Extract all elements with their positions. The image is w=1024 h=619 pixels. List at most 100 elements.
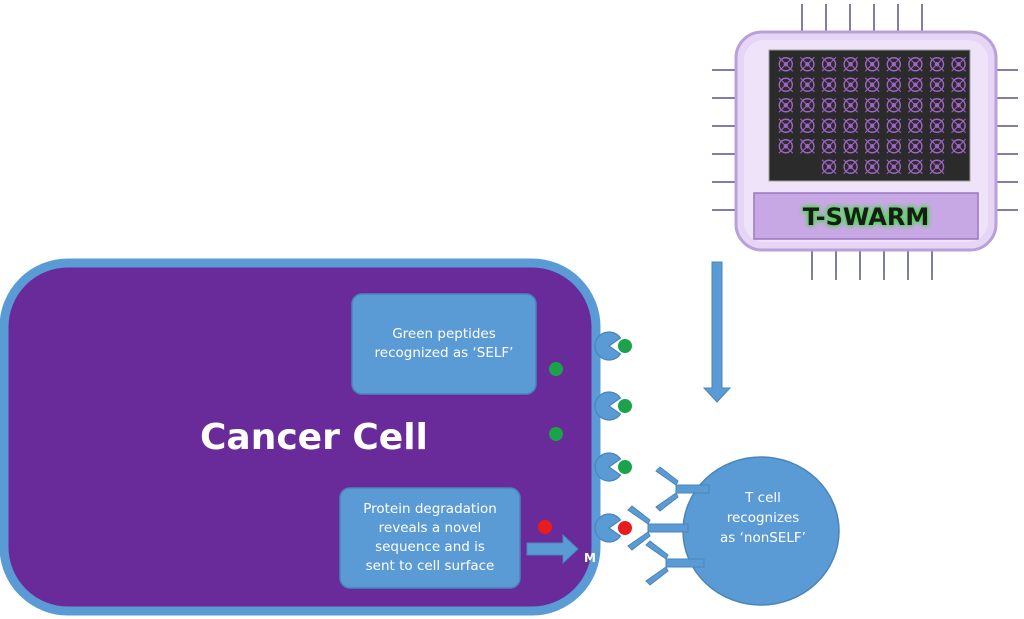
chip-cell-ring [886, 139, 901, 154]
receptor-arm [655, 466, 679, 486]
chip-cell-core [956, 62, 961, 67]
chip-cell-core [934, 164, 940, 169]
self-peptide-surface [617, 338, 633, 354]
chip-cell-ring [951, 77, 966, 92]
chip-cell-core [805, 123, 810, 128]
chip-cell-ring [778, 98, 793, 113]
chip-cell-core [913, 103, 918, 108]
chip-cell-icon [929, 118, 945, 134]
chip-cell-ring [865, 77, 880, 92]
chip-cell-core [848, 123, 853, 128]
chip-cell-core [848, 62, 853, 67]
chip-cell-icon [929, 56, 945, 72]
chip-cell-ring [929, 139, 945, 154]
chip-cell-core [805, 82, 810, 87]
chip-cell-ring [865, 118, 880, 133]
chip-cell-icon [886, 118, 902, 134]
t-cell-receptor [645, 540, 705, 586]
chip-cell-ring [778, 57, 793, 72]
chip-cell-icon [778, 77, 794, 93]
chip-cell-icon [821, 97, 837, 113]
chip-cell-ring [821, 57, 837, 72]
receptor-arm [627, 531, 651, 551]
chip-cell-core [870, 123, 875, 128]
chip-cell-core [913, 62, 918, 67]
chip-cell-core [891, 62, 896, 67]
chip-cell-ring [843, 139, 858, 154]
chip-screen [768, 49, 971, 182]
chip-cell-icon [929, 138, 945, 154]
nonself-peptide-inner [538, 520, 552, 534]
chip-cell-icon [843, 118, 858, 134]
chip-cell-icon [886, 138, 902, 154]
chip-cell-icon [778, 56, 794, 72]
self-peptide-surface [617, 398, 633, 414]
chip-cell-icon [821, 77, 837, 93]
t-cell-receptor [655, 466, 710, 512]
surface-arrow [526, 533, 579, 565]
chip-cell-core [956, 144, 961, 149]
chip-cell-icon [800, 77, 815, 93]
mhc-receptor [594, 331, 622, 361]
chip-title: T-SWARM [802, 203, 930, 231]
degradation-callout-line: sent to cell surface [365, 558, 495, 574]
degradation-callout-line: Protein degradation [363, 501, 497, 517]
chip-cell-core [956, 103, 961, 108]
chip-cell-core [934, 123, 940, 128]
chip-cell-core [870, 82, 875, 87]
chip-cell-ring [929, 118, 945, 133]
chip-cell-ring [929, 159, 945, 174]
chip-cell-ring [951, 139, 966, 154]
chip-cell-ring [843, 77, 858, 92]
chip-cell-ring [778, 118, 793, 133]
chip-cell-core [870, 164, 875, 169]
chip-cell-core [826, 62, 832, 67]
cancer-cell-title: Cancer Cell [200, 417, 428, 458]
chip-cell-icon [908, 159, 923, 175]
chip-cell-core [826, 103, 832, 108]
chip-cell-icon [951, 138, 966, 154]
chip-cell-ring [843, 159, 858, 174]
chip-cell-icon [951, 97, 966, 113]
chip-cell-core [956, 123, 961, 128]
chip-cell-ring [908, 98, 923, 113]
chip-cell-icon [800, 118, 815, 134]
self-callout-box [351, 293, 537, 395]
chip-cell-core [870, 103, 875, 108]
chip-cell-ring [778, 139, 793, 154]
chip-cell-icon [929, 159, 945, 175]
chip-cell-icon [800, 138, 815, 154]
chip-cell-icon [800, 97, 815, 113]
chip-label-panel [753, 192, 979, 240]
degradation-callout-line: reveals a novel [378, 520, 482, 536]
chip-cell-ring [843, 98, 858, 113]
chip-cell-icon [886, 97, 902, 113]
chip-cell-ring [951, 57, 966, 72]
chip-cell-ring [908, 57, 923, 72]
chip-cell-core [956, 82, 961, 87]
chip-cell-core [891, 144, 896, 149]
self-callout-line: Green peptides [392, 326, 496, 342]
chip-cell-ring [951, 118, 966, 133]
chip-cell-icon [908, 118, 923, 134]
chip-cell-ring [908, 118, 923, 133]
chip-cell-icon [778, 138, 794, 154]
chip-cell-ring [821, 118, 837, 133]
chip-cell-icon [843, 97, 858, 113]
receptor-arm [655, 492, 679, 512]
chip-cell-ring [886, 98, 901, 113]
chip-cell-ring [908, 77, 923, 92]
chip-cell-core [848, 103, 853, 108]
chip-cell-ring [843, 118, 858, 133]
chip-cell-icon [908, 56, 923, 72]
mhc-receptor [594, 513, 622, 543]
mhc-receptors [594, 331, 633, 543]
receptor-arm [627, 505, 651, 525]
nonself-peptide-surface [617, 520, 633, 536]
chip-cell-ring [821, 98, 837, 113]
chip-cell-icon [864, 138, 880, 154]
chip-cell-ring [886, 159, 901, 174]
chip-cell-icon [778, 118, 794, 134]
self-peptide-surface [617, 459, 633, 475]
chip-cell-icon [951, 77, 966, 93]
